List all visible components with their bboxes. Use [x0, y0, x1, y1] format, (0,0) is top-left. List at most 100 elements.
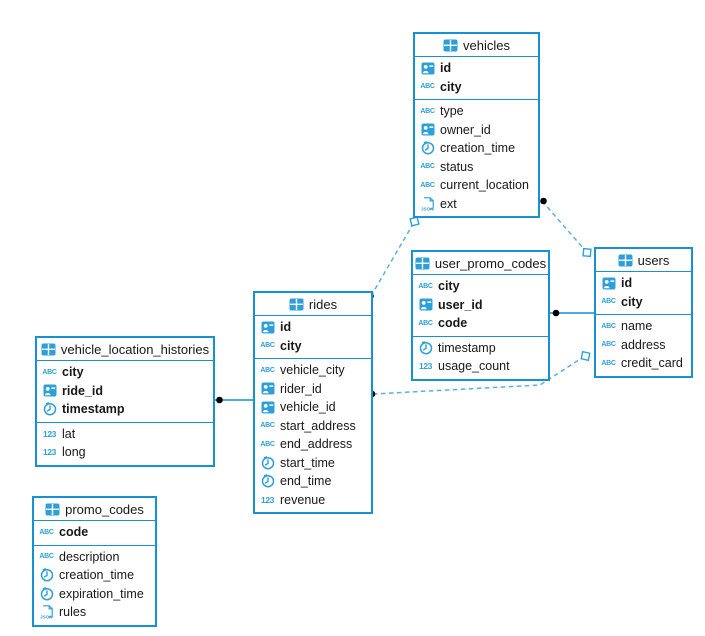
column-row-type[interactable]: ABC type	[415, 102, 538, 121]
timestamp-icon	[260, 455, 275, 470]
column-row-rider_id[interactable]: rider_id	[255, 380, 371, 399]
column-name: id	[621, 276, 633, 291]
cardinality-diamond	[409, 216, 420, 227]
column-name: rules	[59, 605, 87, 620]
column-row-status[interactable]: ABC status	[415, 158, 538, 177]
table-title: vehicle_location_histories	[60, 341, 210, 357]
column-name: start_time	[280, 455, 335, 470]
column-name: long	[62, 445, 86, 460]
column-row-ride_id[interactable]: ride_id	[37, 382, 213, 401]
text-icon: ABC	[420, 83, 435, 91]
column-name: name	[621, 319, 653, 334]
column-row-user_id[interactable]: user_id	[413, 296, 548, 315]
column-name: owner_id	[440, 122, 491, 137]
text-icon: ABC	[601, 359, 616, 367]
timestamp-icon	[418, 340, 433, 355]
column-name: ride_id	[62, 383, 103, 398]
uuid-icon	[420, 62, 435, 75]
column-name: end_time	[280, 474, 332, 489]
column-name: usage_count	[438, 359, 510, 374]
column-row-end_time[interactable]: end_time	[255, 472, 371, 491]
table-icon	[618, 254, 633, 267]
column-name: status	[440, 159, 474, 174]
table-icon	[289, 298, 304, 311]
connection-rides-to-users[interactable]	[372, 355, 586, 395]
column-row-id[interactable]: id	[596, 274, 691, 293]
svg-text:JSON: JSON	[421, 206, 434, 211]
column-row-timestamp[interactable]: timestamp	[413, 339, 548, 358]
column-name: type	[440, 104, 464, 119]
table-header[interactable]: vehicle_location_histories	[37, 338, 213, 361]
text-icon: ABC	[420, 163, 435, 171]
table-title: users	[637, 252, 670, 268]
column-row-creation_time[interactable]: creation_time	[34, 566, 155, 585]
text-icon: ABC	[601, 341, 616, 349]
column-row-expiration_time[interactable]: expiration_time	[34, 585, 155, 604]
column-row-timestamp[interactable]: timestamp	[37, 400, 213, 419]
cardinality-diamond	[582, 247, 592, 258]
text-icon: ABC	[420, 181, 435, 189]
column-row-creation_time[interactable]: creation_time	[415, 139, 538, 158]
timestamp-icon	[39, 568, 54, 582]
column-name: rider_id	[280, 381, 322, 396]
table-icon	[415, 257, 430, 270]
uuid-icon	[420, 123, 435, 136]
column-row-id[interactable]: id	[255, 318, 371, 337]
table-header[interactable]: user_promo_codes	[413, 252, 548, 275]
column-row-vehicle_id[interactable]: vehicle_id	[255, 398, 371, 417]
column-name: code	[438, 316, 468, 331]
text-icon: ABC	[420, 107, 435, 115]
column-row-id[interactable]: id	[415, 59, 538, 78]
column-name: city	[438, 279, 460, 294]
column-row-usage_count[interactable]: 123 usage_count	[413, 357, 548, 376]
number-icon: 123	[419, 361, 432, 372]
connection-rides-to-vehicles[interactable]	[370, 221, 416, 297]
table-header[interactable]: promo_codes	[34, 498, 155, 521]
column-row-start_time[interactable]: start_time	[255, 454, 371, 473]
column-row-owner_id[interactable]: owner_id	[415, 121, 538, 140]
table-header[interactable]: vehicles	[415, 34, 538, 57]
table-icon	[41, 343, 56, 356]
table-header[interactable]: users	[596, 249, 691, 272]
text-icon: ABC	[260, 366, 275, 374]
cardinality-diamond	[580, 350, 591, 362]
connection-vehicles-to-users[interactable]	[541, 200, 588, 253]
column-name: creation_time	[440, 141, 516, 156]
column-name: city	[280, 338, 302, 353]
table-header[interactable]: rides	[255, 293, 371, 316]
uuid-icon	[601, 277, 616, 290]
text-icon: ABC	[601, 298, 616, 306]
